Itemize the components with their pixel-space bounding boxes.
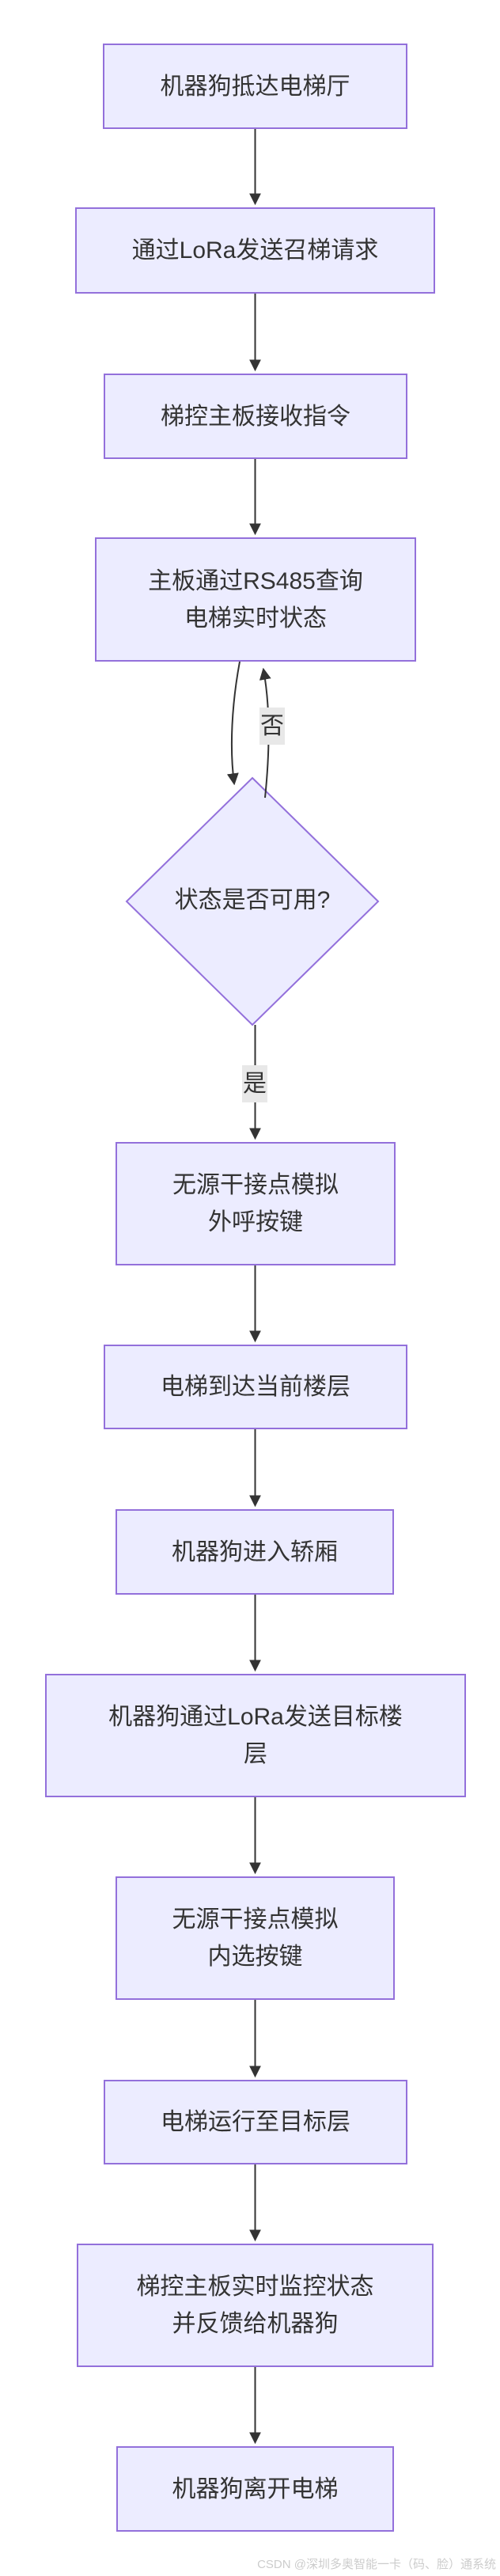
node-simulate-hall-call-button: 无源干接点模拟 外呼按键 [116, 1142, 396, 1265]
node-control-board-receives-command: 梯控主板接收指令 [104, 374, 407, 459]
node-status-available-decision: 状态是否可用? [174, 886, 331, 913]
node-board-monitors-and-feedback: 梯控主板实时监控状态 并反馈给机器狗 [77, 2244, 434, 2367]
node-robot-arrives-hall: 机器狗抵达电梯厅 [103, 44, 407, 129]
node-elevator-arrives-current-floor: 电梯到达当前楼层 [104, 1345, 407, 1429]
node-robot-enters-car: 机器狗进入轿厢 [116, 1509, 394, 1595]
csdn-watermark: CSDN @深圳多奥智能一卡（码、脸）通系统 [257, 2558, 496, 2571]
decision-diamond-shape [125, 776, 380, 1026]
edge-label-yes: 是 [242, 1065, 267, 1102]
edge-d-to-decision-arrow [226, 661, 241, 786]
node-elevator-runs-to-target-floor: 电梯运行至目标层 [104, 2080, 407, 2164]
edge-label-no: 否 [259, 708, 285, 745]
node-send-lora-call-request: 通过LoRa发送召梯请求 [75, 207, 435, 294]
node-send-target-floor: 机器狗通过LoRa发送目标楼 层 [45, 1674, 466, 1797]
node-simulate-car-call-button: 无源干接点模拟 内选按键 [116, 1876, 395, 2000]
node-robot-leaves-elevator: 机器狗离开电梯 [116, 2446, 394, 2532]
node-query-elevator-status: 主板通过RS485查询 电梯实时状态 [95, 537, 416, 662]
